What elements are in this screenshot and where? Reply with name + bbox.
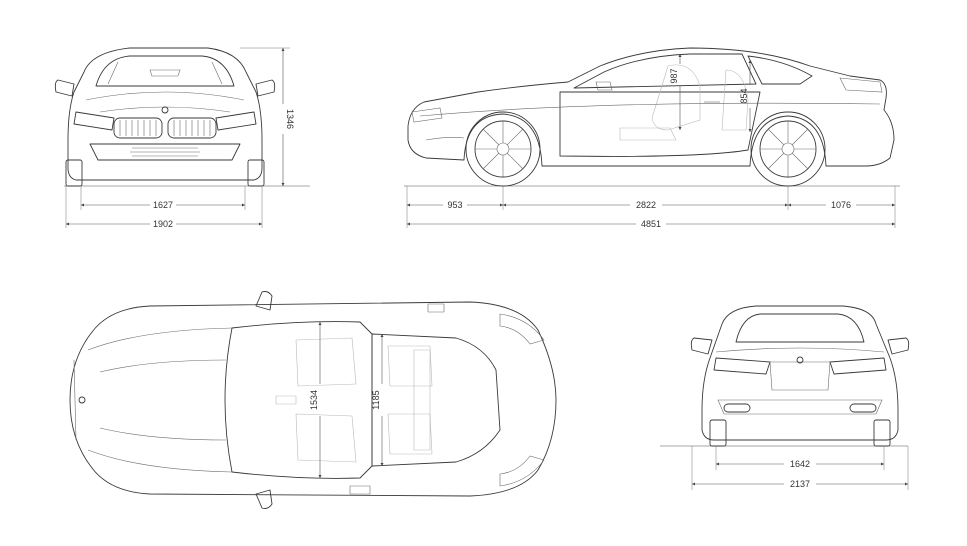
top-left-taillight bbox=[499, 313, 545, 345]
dim-front-interior-width: 1534 bbox=[309, 390, 319, 410]
rear-left-exhaust bbox=[723, 403, 751, 413]
rear-plate-area bbox=[769, 361, 831, 391]
dim-front-track: 1627 bbox=[153, 200, 173, 210]
front-lower-intake bbox=[89, 143, 241, 161]
front-windshield bbox=[95, 55, 235, 87]
dim-rear-overhang: 1076 bbox=[831, 200, 851, 210]
dim-rear-headroom: 854 bbox=[739, 88, 749, 103]
dim-height: 1346 bbox=[285, 109, 295, 129]
rear-right-tire bbox=[873, 419, 891, 447]
dim-front-overhang: 953 bbox=[447, 200, 462, 210]
side-headlight bbox=[411, 107, 443, 123]
rear-logo bbox=[796, 356, 804, 364]
side-view: 987 854 953 2822 1076 4851 bbox=[404, 47, 900, 229]
front-grille-right bbox=[167, 117, 217, 139]
dim-front-headroom: 987 bbox=[669, 68, 679, 83]
side-door bbox=[559, 91, 761, 157]
front-right-tire bbox=[247, 159, 265, 187]
front-body-outline bbox=[67, 47, 263, 181]
dim-rear-interior-width: 1185 bbox=[371, 390, 381, 409]
front-grille-left bbox=[113, 117, 163, 139]
rear-right-taillight bbox=[829, 357, 887, 375]
front-left-tire bbox=[65, 159, 83, 187]
front-view: 1627 1902 1346 bbox=[54, 47, 310, 229]
front-logo bbox=[161, 106, 169, 114]
side-front-wheel bbox=[465, 111, 541, 187]
rear-right-mirror bbox=[887, 337, 910, 355]
front-right-mirror bbox=[255, 79, 276, 97]
side-taillight bbox=[839, 77, 883, 93]
rear-left-mirror bbox=[690, 337, 713, 355]
top-left-mirror bbox=[255, 291, 273, 311]
side-rear-window bbox=[747, 55, 813, 85]
front-right-headlight bbox=[215, 111, 257, 131]
rear-left-tire bbox=[709, 419, 727, 447]
front-left-mirror bbox=[54, 79, 75, 97]
rear-window bbox=[735, 313, 865, 343]
top-right-taillight bbox=[499, 455, 545, 487]
dim-length: 4851 bbox=[641, 219, 661, 229]
side-front-window bbox=[573, 53, 757, 89]
top-windshield bbox=[224, 321, 373, 479]
rear-view: 1642 2137 bbox=[660, 305, 910, 490]
side-body-outline bbox=[407, 47, 895, 167]
rear-body-outline bbox=[701, 305, 899, 441]
dim-width-with-mirrors: 2137 bbox=[790, 479, 810, 489]
side-rear-wheel bbox=[750, 111, 826, 187]
top-rear-window bbox=[371, 333, 501, 467]
top-body-outline bbox=[69, 301, 557, 497]
rear-right-exhaust bbox=[849, 403, 877, 413]
front-left-headlight bbox=[73, 111, 115, 131]
top-logo bbox=[78, 396, 86, 404]
dim-rear-track: 1642 bbox=[790, 459, 810, 469]
side-mirror bbox=[595, 81, 613, 91]
dim-front-width: 1902 bbox=[153, 219, 173, 229]
top-view: 1534 1185 bbox=[69, 291, 557, 509]
top-right-mirror bbox=[255, 489, 273, 509]
dim-wheelbase: 2822 bbox=[636, 200, 656, 210]
rear-left-taillight bbox=[713, 357, 771, 375]
